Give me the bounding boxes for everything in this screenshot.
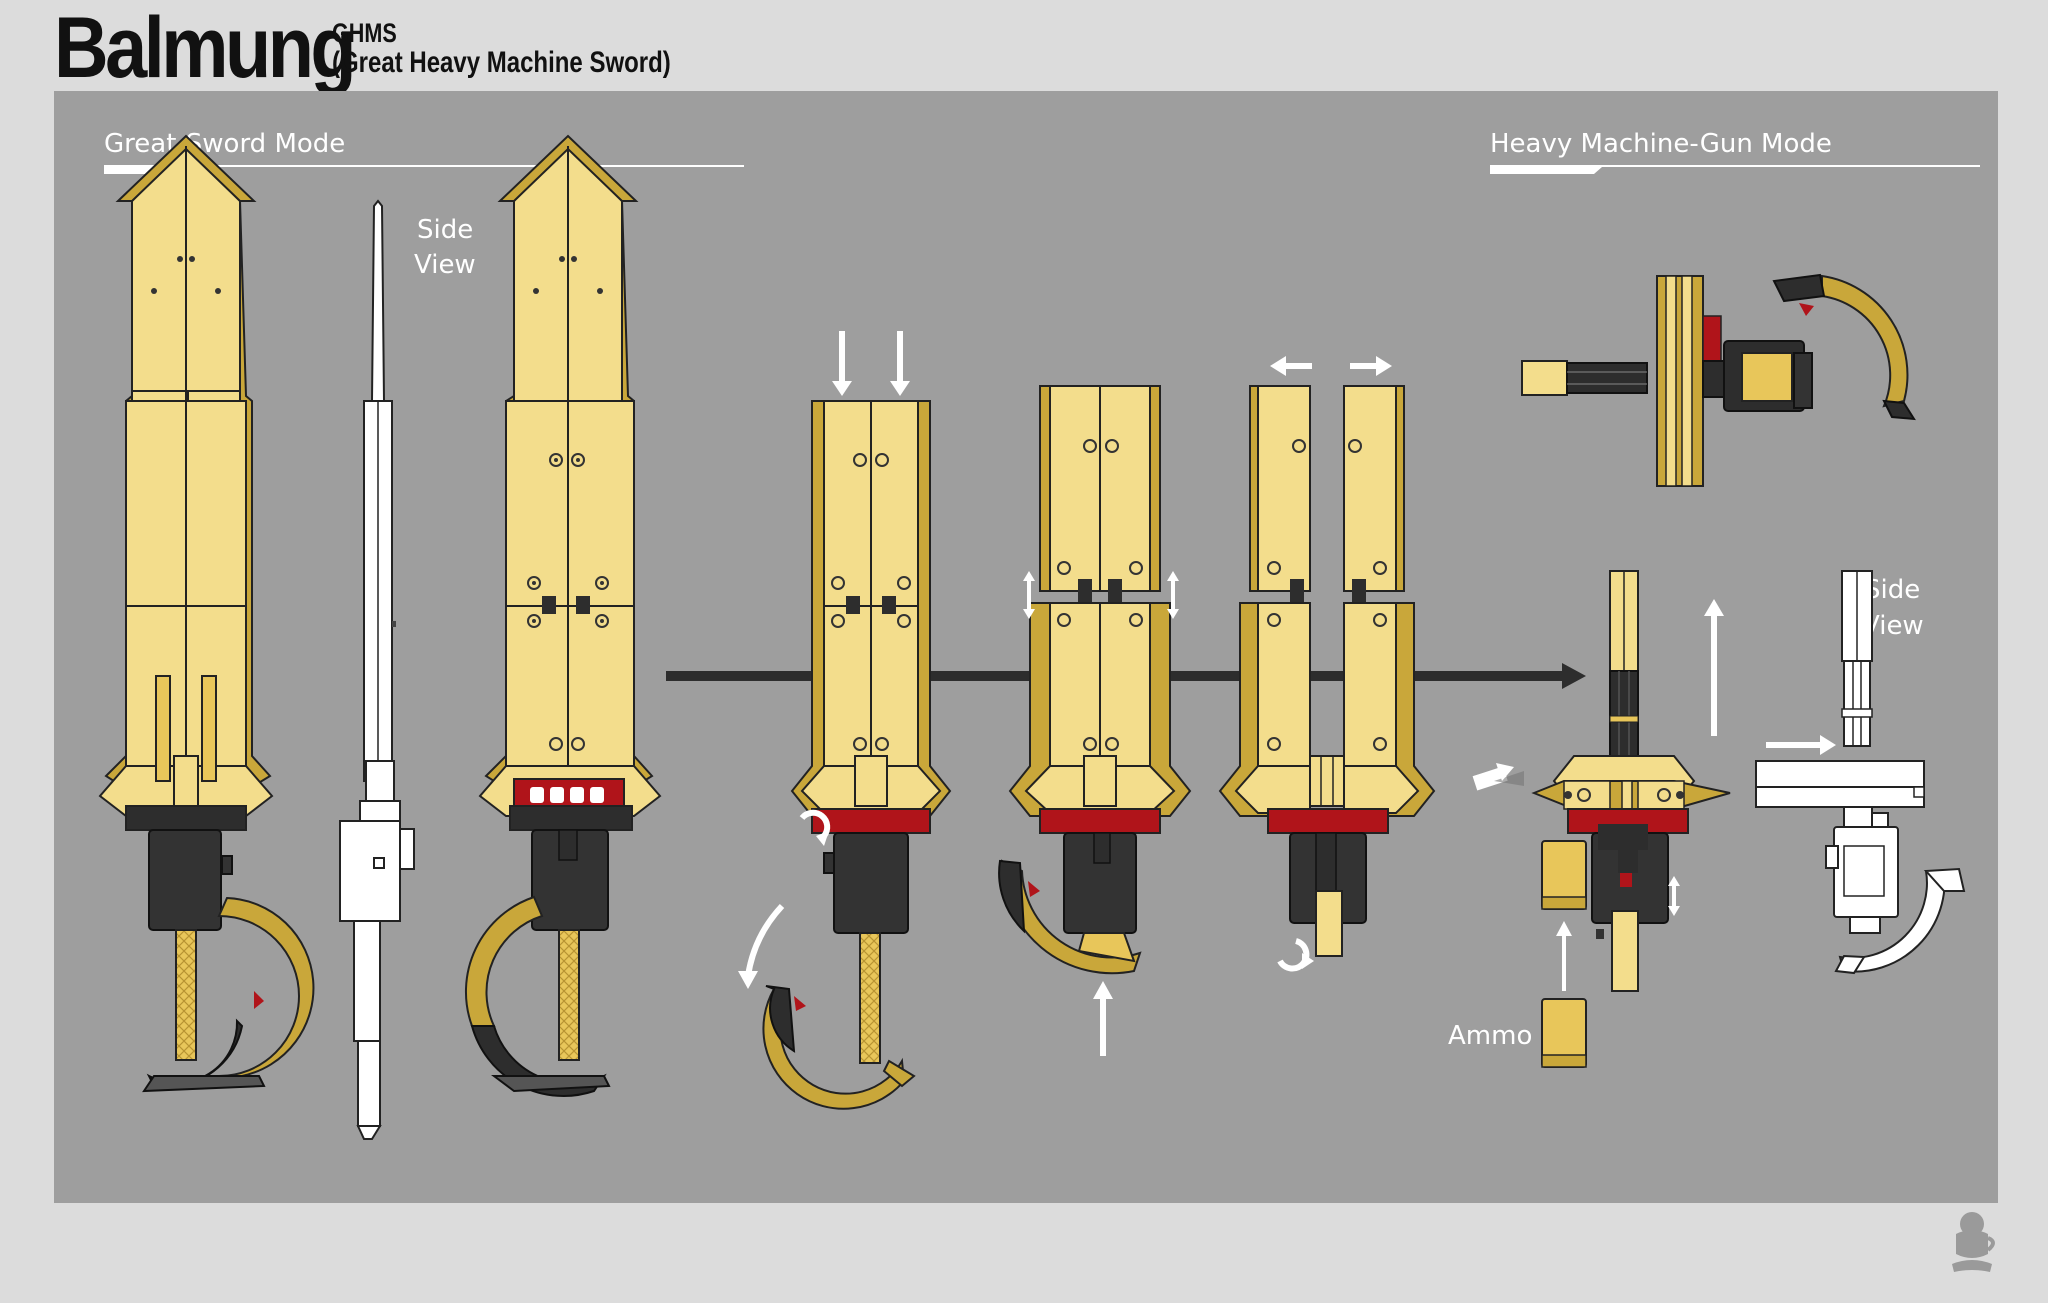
weapon-abbreviation: GHMS — [332, 18, 397, 48]
side-view-label-2-line1: Side — [1864, 575, 1920, 605]
weapon-name: Balmung — [54, 0, 357, 96]
gun-front-view — [1472, 570, 1731, 1068]
section-heading-gun: Heavy Machine-Gun Mode — [1490, 129, 1832, 159]
side-view-label-1-line1: Side — [417, 215, 473, 245]
signature-logo — [1952, 1212, 1995, 1272]
diagram-svg: Great-Sword Mode Heavy Machine-Gun Mode … — [98, 129, 1980, 1140]
sword-back-view — [465, 134, 662, 1097]
sword-side-view — [339, 199, 415, 1140]
gun-side-view — [1755, 570, 1966, 975]
section-heading-sword: Great-Sword Mode — [104, 129, 345, 159]
side-view-label-1-line2: View — [414, 250, 476, 280]
section-underline-gun — [1490, 165, 1980, 174]
weapon-full-name: (Great Heavy Machine Sword) — [332, 46, 671, 79]
transform-step-3 — [1218, 356, 1436, 972]
transform-step-1 — [738, 331, 952, 1110]
ammo-label: Ammo — [1448, 1021, 1532, 1051]
diagram-panel: Great-Sword Mode Heavy Machine-Gun Mode … — [54, 91, 1998, 1203]
transform-step-2 — [998, 385, 1192, 1056]
sword-front-view — [98, 134, 315, 1093]
gun-top-view — [1521, 273, 1916, 487]
